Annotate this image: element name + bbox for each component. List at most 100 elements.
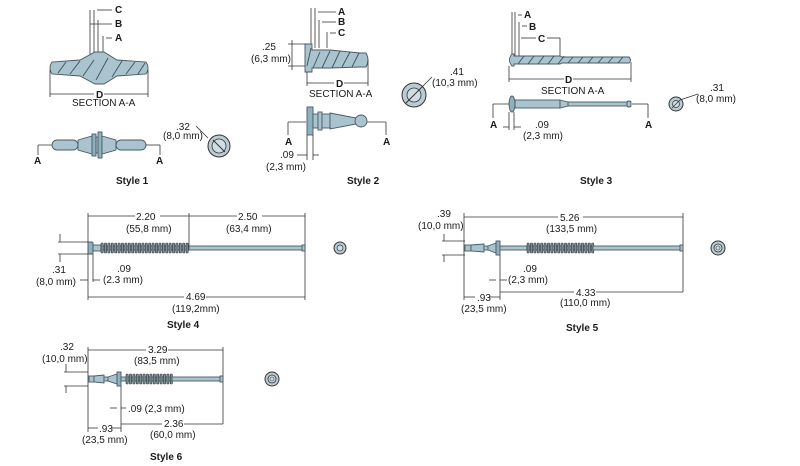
rib <box>526 242 530 254</box>
rib <box>121 242 124 254</box>
style-6-part <box>88 371 224 387</box>
rib <box>166 373 170 385</box>
rib <box>536 242 540 254</box>
style-3-hatching <box>517 55 624 65</box>
style-6-shaft-mm: (60,0 mm) <box>150 430 196 441</box>
rib <box>574 242 578 254</box>
style-2-side-view <box>306 106 368 136</box>
style-5-end-view <box>710 240 726 256</box>
style-1: C B A D SECTION A-A A A <box>34 5 231 187</box>
style-2-height-inch: .25 <box>262 42 276 53</box>
style-3-head-dia-inch: .31 <box>710 83 724 94</box>
rib <box>125 373 129 385</box>
rib <box>107 242 111 254</box>
style-3-flange-inch: .09 <box>535 120 549 131</box>
rib <box>100 242 104 254</box>
rib <box>530 242 533 254</box>
style-4: 2.20 (55,8 mm) 2.50 (63,4 mm) .31 (8,0 m… <box>36 212 347 331</box>
style-4-caption: Style 4 <box>167 320 200 331</box>
style-6-overall-mm: (83,5 mm) <box>134 356 180 367</box>
style-4-overall-mm: (119,2mm) <box>172 304 220 315</box>
rib <box>547 242 550 254</box>
style-3-callouts: A B C <box>511 10 561 56</box>
rib <box>135 373 139 385</box>
rib <box>110 242 114 254</box>
rib <box>543 242 547 254</box>
rib <box>163 373 166 385</box>
rib <box>560 242 564 254</box>
rib <box>104 242 107 254</box>
rib <box>175 242 179 254</box>
rib <box>142 373 146 385</box>
style-1-head-dia-mm: (8,0 mm) <box>163 131 203 142</box>
rib <box>577 242 581 254</box>
style-5-shaft-mm: (110,0 mm) <box>560 298 610 309</box>
rib <box>149 373 153 385</box>
rib <box>587 242 591 254</box>
rib <box>581 242 584 254</box>
rib <box>124 242 128 254</box>
section-label: SECTION A-A <box>309 89 373 100</box>
callout-c: C <box>338 28 345 39</box>
rib <box>129 373 132 385</box>
section-label: SECTION A-A <box>72 98 136 109</box>
rib <box>134 242 138 254</box>
style-2-caption: Style 2 <box>347 176 380 187</box>
rib <box>144 242 148 254</box>
style-2-flange-mm: (2,3 mm) <box>266 162 306 173</box>
rib <box>553 242 557 254</box>
cut-mark-left: A <box>490 120 497 131</box>
callout-a: A <box>524 10 531 21</box>
style-6-flange-label: .09 (2,3 mm) <box>128 404 185 415</box>
callout-b: B <box>115 19 122 30</box>
style-4-head-dia-inch: .31 <box>52 265 66 276</box>
style-1-caption: Style 1 <box>116 176 149 187</box>
rib <box>155 242 158 254</box>
cut-mark-right: A <box>645 120 652 131</box>
style-5-overall-inch: 5.26 <box>560 213 580 224</box>
rib <box>148 242 152 254</box>
style-4-shaft-inch: 2.50 <box>238 212 258 223</box>
callout-c: C <box>115 5 122 16</box>
rib <box>168 242 172 254</box>
style-1-callouts: C B A <box>89 5 122 55</box>
style-6-ribs <box>125 373 173 385</box>
cut-mark-left: A <box>285 137 292 148</box>
style-5-nose-mm: (23,5 mm) <box>461 304 507 315</box>
style-1-head-dia-inch: .32 <box>176 122 190 133</box>
style-2-height-mm: (6,3 mm) <box>251 54 291 65</box>
style-3-flange-mm: (2,3 mm) <box>523 131 563 142</box>
style-4-overall-inch: 4.69 <box>186 292 206 303</box>
rib <box>584 242 588 254</box>
rib <box>141 242 145 254</box>
rib <box>178 242 182 254</box>
rib <box>570 242 574 254</box>
style-6-nose-inch: .93 <box>99 424 113 435</box>
style-5: 5.26 (133,5 mm) .39 (10,0 mm) .09 (2,3 m… <box>418 209 726 334</box>
style-4-head-dia-mm: (8,0 mm) <box>36 277 76 288</box>
rib <box>161 242 165 254</box>
style-4-flange-mm: (2.3 mm) <box>103 275 143 286</box>
style-5-caption: Style 5 <box>566 323 599 334</box>
style-3-side-view <box>508 95 632 113</box>
rib <box>151 242 155 254</box>
style-2-head-dia-mm: (10,3 mm) <box>432 78 478 89</box>
rib <box>533 242 537 254</box>
rib <box>139 373 143 385</box>
style-5-flange-inch: .09 <box>523 264 537 275</box>
rib <box>540 242 544 254</box>
style-6: 3.29 (83,5 mm) .32 (10,0 mm) .09 (2,3 mm… <box>42 342 280 463</box>
rib <box>159 373 163 385</box>
style-5-nose-inch: .93 <box>477 293 491 304</box>
style-6-end-view <box>264 371 280 387</box>
section-label: SECTION A-A <box>541 86 605 97</box>
rib <box>132 373 136 385</box>
style-3-caption: Style 3 <box>580 176 613 187</box>
style-5-head-dia-mm: (10,0 mm) <box>418 221 464 232</box>
style-6-nose-mm: (23,5 mm) <box>82 435 128 446</box>
rib <box>564 242 567 254</box>
style-5-head-dia-inch: .39 <box>437 209 451 220</box>
style-4-flange-inch: .09 <box>117 264 131 275</box>
cut-mark-right: A <box>156 156 163 167</box>
